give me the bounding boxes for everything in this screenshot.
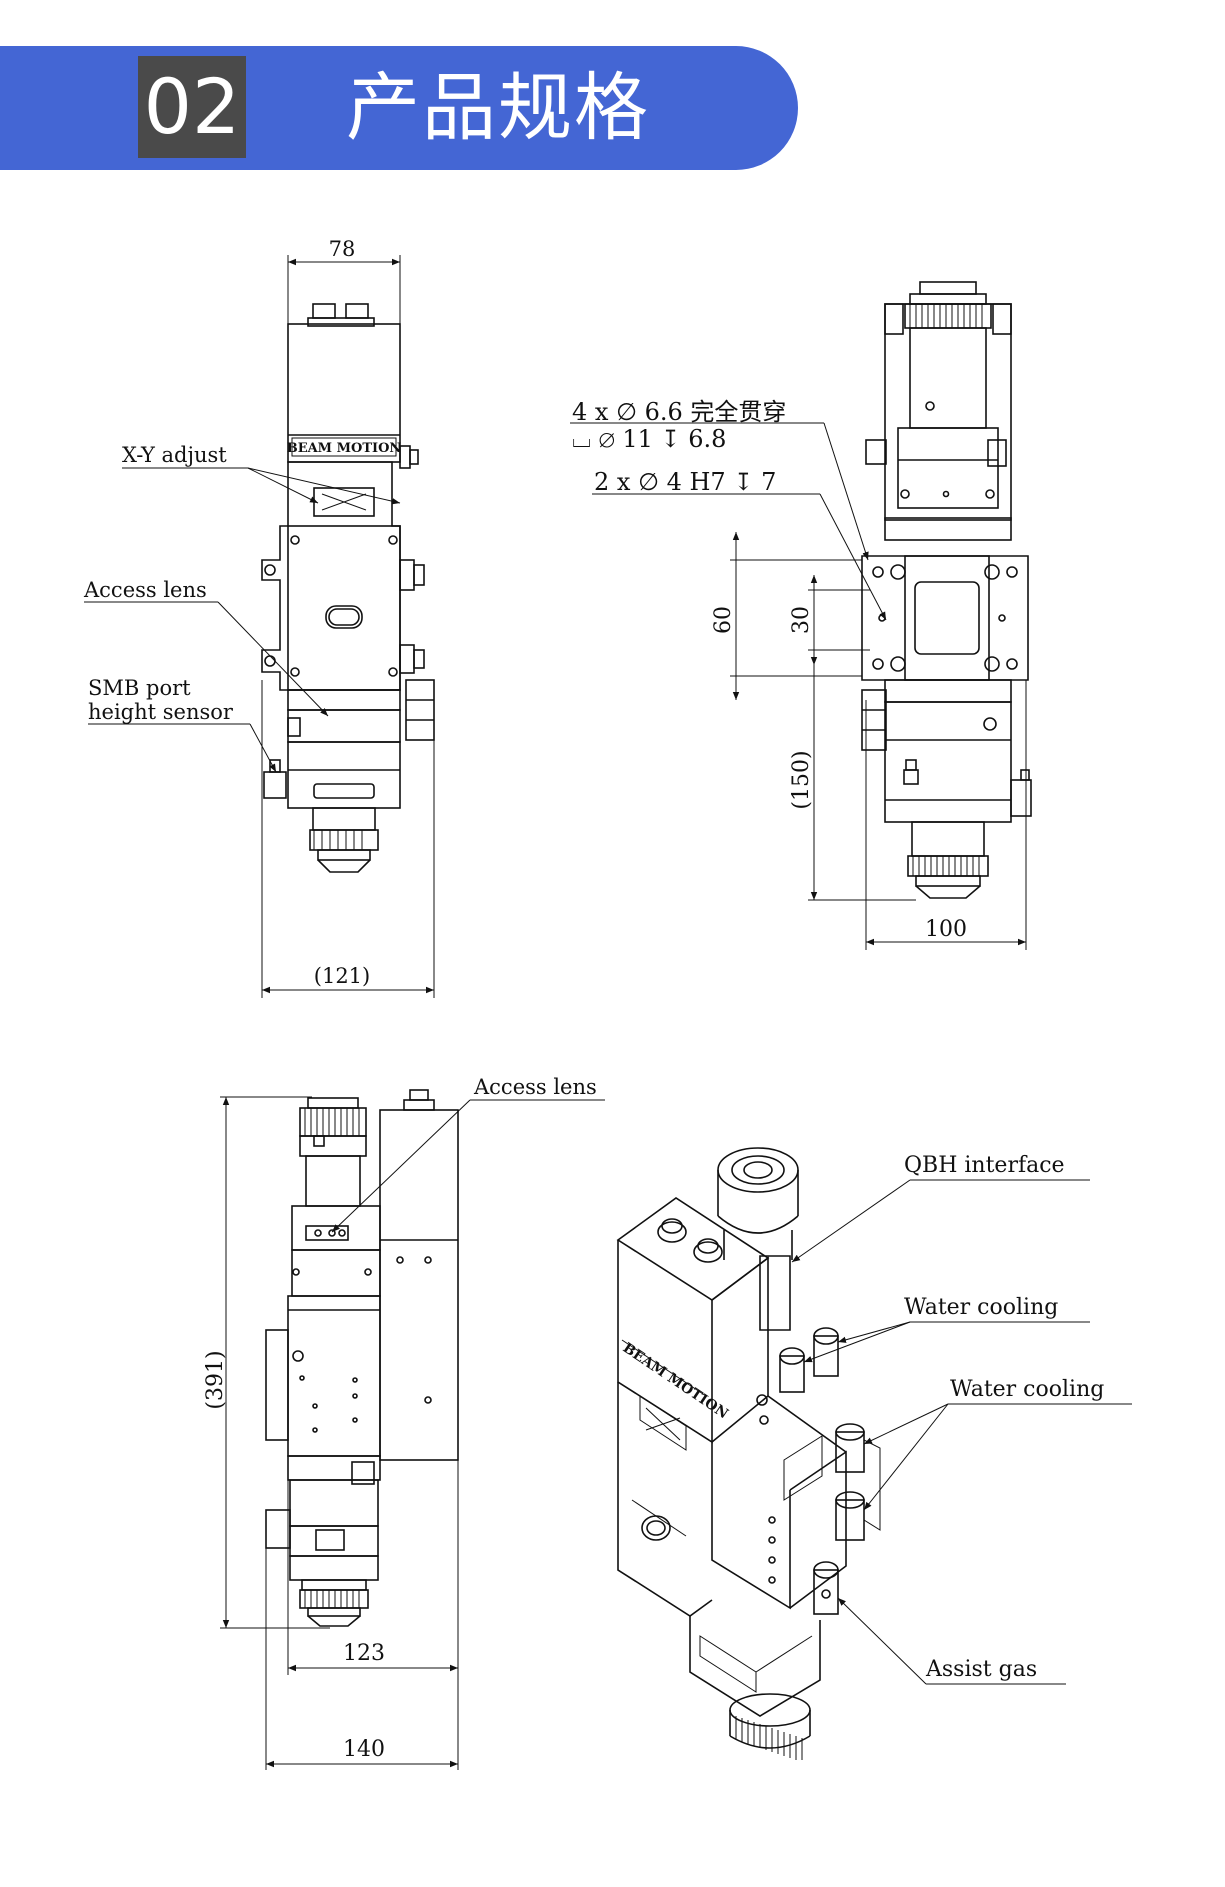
front-label-smb-2: height sensor bbox=[88, 700, 234, 724]
front-dim-top: 78 bbox=[329, 237, 356, 261]
rear-dim-height: (391) bbox=[203, 1350, 228, 1409]
section-number: 02 bbox=[138, 56, 246, 158]
side-note-3: 2 x ∅ 4 H7 ↧ 7 bbox=[594, 468, 776, 496]
side-dim-150: (150) bbox=[789, 750, 814, 809]
iso-label-qbh: QBH interface bbox=[904, 1153, 1065, 1178]
section-title: 产品规格 bbox=[346, 65, 650, 151]
rear-dim-140: 140 bbox=[343, 1737, 385, 1762]
header-banner bbox=[0, 46, 798, 170]
iso-label-assist-gas: Assist gas bbox=[925, 1657, 1037, 1682]
rear-view bbox=[220, 1089, 605, 1770]
iso-label-water-2: Water cooling bbox=[950, 1377, 1104, 1402]
front-label-xy-adjust: X-Y adjust bbox=[122, 443, 227, 467]
front-dim-bottom: (121) bbox=[314, 964, 370, 988]
front-brand-plate: BEAM MOTION bbox=[287, 441, 402, 456]
iso-brand-plate: BEAM MOTION bbox=[620, 1340, 731, 1422]
rear-dim-123: 123 bbox=[343, 1641, 385, 1666]
front-label-access-lens: Access lens bbox=[83, 578, 207, 602]
front-label-smb-1: SMB port bbox=[88, 676, 191, 700]
iso-label-water-1: Water cooling bbox=[904, 1295, 1058, 1320]
front-view bbox=[84, 255, 435, 998]
side-note-2: ⌴ ∅ 11 ↧ 6.8 bbox=[572, 425, 726, 453]
side-view bbox=[570, 281, 1032, 950]
side-dim-30: 30 bbox=[789, 606, 814, 634]
side-note-1: 4 x ∅ 6.6 完全贯穿 bbox=[572, 398, 786, 426]
side-dim-60: 60 bbox=[711, 606, 736, 634]
side-dim-100: 100 bbox=[925, 917, 967, 942]
rear-label-access-lens: Access lens bbox=[473, 1075, 597, 1099]
iso-view bbox=[616, 1147, 1132, 1760]
